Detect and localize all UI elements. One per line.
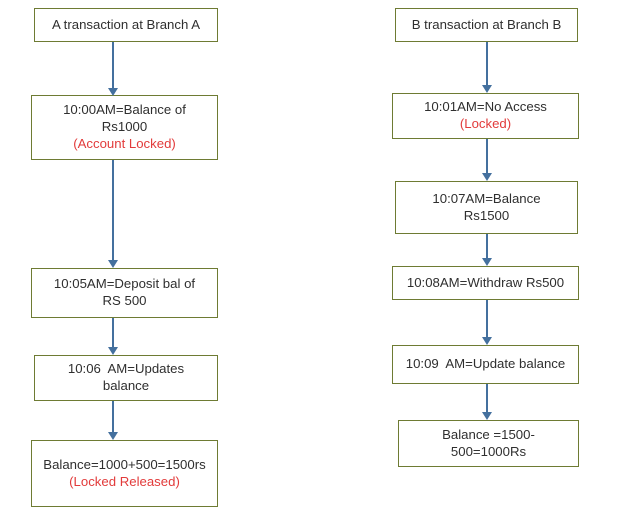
connector-a2-a3-arrowhead-icon — [108, 260, 118, 268]
node-text-line: Rs1000 — [101, 119, 148, 135]
connector-a3-a4 — [112, 318, 114, 347]
node-text-line: 500=1000Rs — [450, 443, 527, 459]
node-text-line: A transaction at Branch A — [51, 16, 201, 32]
connector-b1-b2 — [486, 42, 488, 85]
branch-b-step-withdraw: 10:08AM=Withdraw Rs500 — [392, 266, 579, 300]
node-text-line: balance — [102, 378, 150, 393]
connector-a4-a5-arrowhead-icon — [108, 432, 118, 440]
branch-b-header: B transaction at Branch B — [395, 8, 578, 42]
node-text-line: 10:00AM=Balance of — [63, 102, 186, 118]
connector-b4-b5 — [486, 300, 488, 337]
connector-b3-b4-arrowhead-icon — [482, 258, 492, 266]
misspelled-word: bal — [162, 276, 181, 292]
connector-b5-b6-arrowhead-icon — [482, 412, 492, 420]
branch-b-step-final-balance: Balance =1500-500=1000Rs — [398, 420, 579, 467]
node-text-line: 10:05AM=Deposit bal of — [54, 276, 195, 293]
node-text-fragment: of — [180, 276, 196, 292]
node-text-line: 10:07AM=Balance — [432, 190, 541, 206]
node-text-line: 10:06 AM=Updates — [67, 361, 185, 377]
branch-b-step-update-balance: 10:09 AM=Update balance — [392, 345, 579, 384]
connector-a3-a4-arrowhead-icon — [108, 347, 118, 355]
node-text-line: 10:01AM=No Access — [424, 99, 547, 115]
node-text-line: Rs1500 — [463, 207, 510, 223]
connector-b4-b5-arrowhead-icon — [482, 337, 492, 345]
branch-a-step-final-balance: Balance=1000+500=1500rs(Locked Released) — [31, 440, 218, 507]
branch-b-step-no-access: 10:01AM=No Access(Locked) — [392, 93, 579, 139]
connector-a1-a2 — [112, 42, 114, 88]
node-text-line: Balance =1500- — [442, 426, 535, 442]
connector-b1-b2-arrowhead-icon — [482, 85, 492, 93]
connector-a4-a5 — [112, 401, 114, 432]
node-text-line: Balance=1000+500=1500rs — [43, 456, 206, 472]
connector-b3-b4 — [486, 234, 488, 258]
node-text-fragment: 10:05AM=Deposit — [53, 276, 163, 292]
connector-b2-b3 — [486, 139, 488, 173]
node-alert-line: (Account Locked) — [73, 135, 176, 151]
connector-b5-b6 — [486, 384, 488, 412]
node-alert-line: (Locked) — [459, 116, 512, 131]
connector-a1-a2-arrowhead-icon — [108, 88, 118, 96]
node-text-line: RS 500 — [102, 293, 147, 308]
connector-b2-b3-arrowhead-icon — [482, 173, 492, 181]
node-text-line: B transaction at Branch B — [411, 16, 562, 32]
node-alert-line: (Locked Released) — [69, 473, 180, 489]
node-text-line: 10:09 AM=Update balance — [405, 356, 566, 372]
node-text-line: 10:08AM=Withdraw Rs500 — [406, 274, 565, 290]
branch-a-header: A transaction at Branch A — [34, 8, 218, 42]
connector-a2-a3 — [112, 160, 114, 260]
